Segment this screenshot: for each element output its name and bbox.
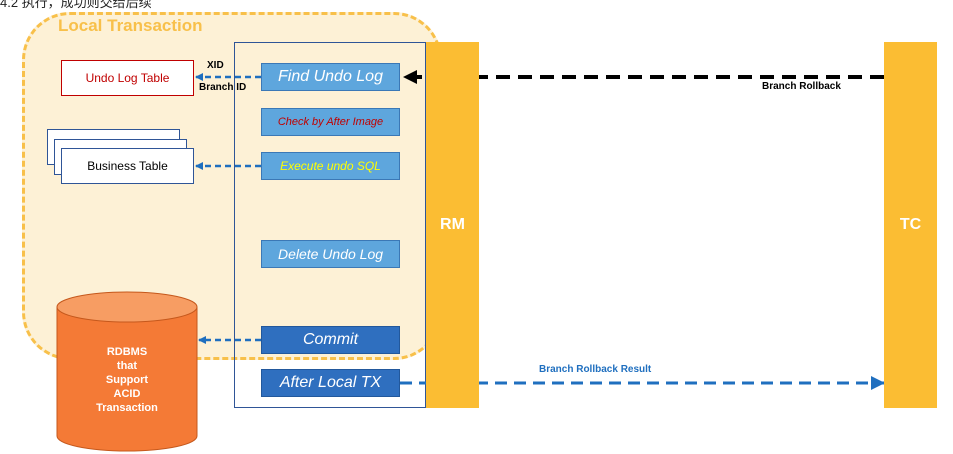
database-label-line: that [116,360,138,372]
step-delete-undo-log: Delete Undo Log [261,240,400,268]
database-label-line: RDBMS [106,346,148,358]
rm-lifeline: RM [426,42,479,408]
branch-id-label: Branch ID [199,82,247,93]
step-execute-undo-sql: Execute undo SQL [261,152,400,180]
step-after-local-tx: After Local TX [261,369,400,397]
database-label: RDBMS that Support ACID Transaction [57,345,197,415]
branch-rollback-label: Branch Rollback [762,81,841,92]
step-find-undo-log: Find Undo Log [261,63,400,91]
tc-lifeline: TC [884,42,937,408]
tc-label: TC [899,216,922,233]
step-commit: Commit [261,326,400,354]
rm-label: RM [440,216,465,233]
local-transaction-title: Local Transaction [58,16,203,35]
xid-label: XID [207,60,224,71]
database-label-line: Support [105,374,149,386]
step-check-after-image: Check by After Image [261,108,400,136]
database-label-line: ACID [113,388,141,400]
database-cylinder [56,291,198,452]
undo-log-table: Undo Log Table [61,60,194,96]
business-table: Business Table [61,148,194,184]
database-label-line: Transaction [96,402,158,414]
rm-process-panel [234,42,426,408]
branch-rollback-result-label: Branch Rollback Result [539,364,652,375]
top-caption: 4.2 执行，成功则交给后续 [0,0,152,10]
